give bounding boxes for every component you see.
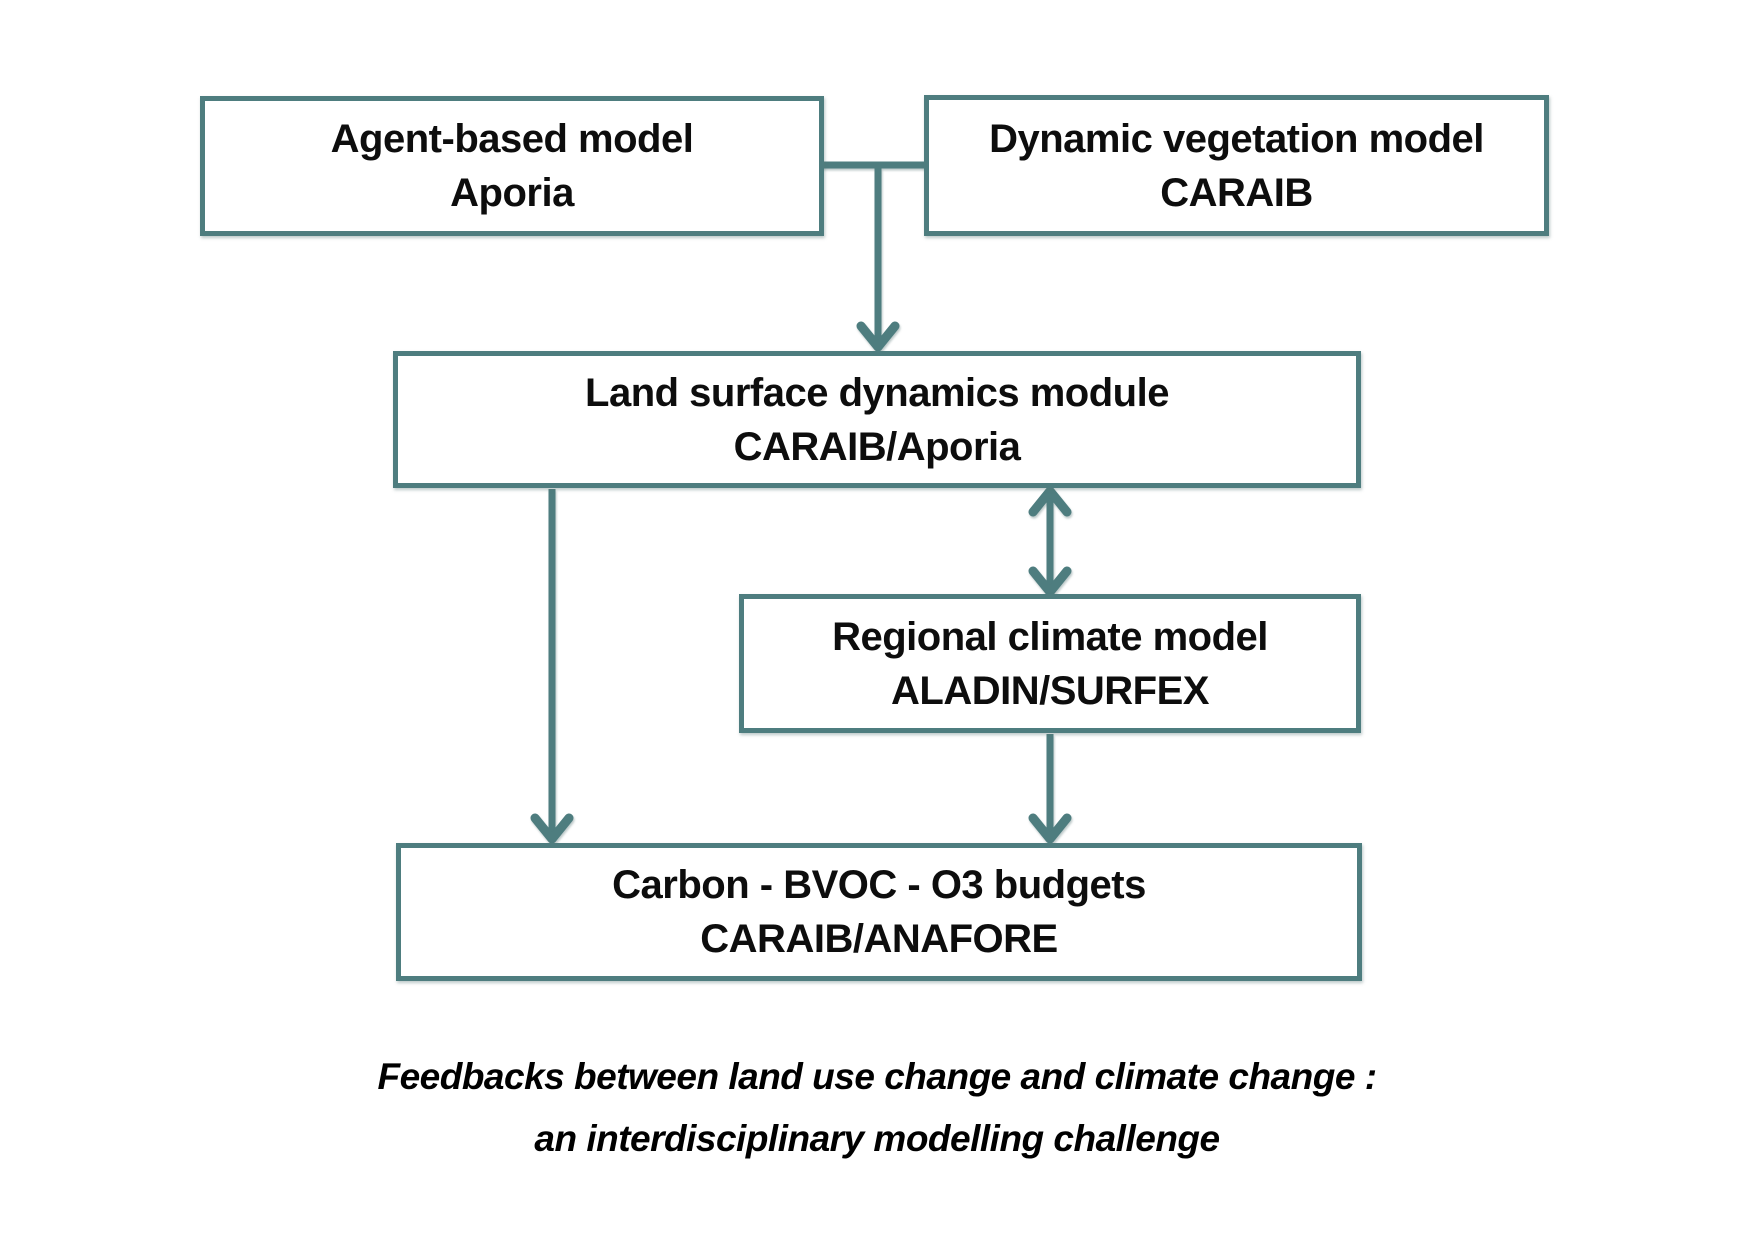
node-climate-subtitle: ALADIN/SURFEX [891,668,1209,713]
arrow-land-surface-to-budgets-head [530,813,574,844]
node-vegetation-subtitle: CARAIB [1160,170,1313,215]
arrow-join-to-land-surface-head [856,321,900,352]
node-vegetation-title: Dynamic vegetation model [989,116,1484,161]
node-land-surface-dynamics-module: Land surface dynamics module CARAIB/Apor… [393,351,1361,488]
node-agent-based-model: Agent-based model Aporia [200,96,824,236]
arrow-climate-to-budgets-head [1028,813,1072,844]
node-carbon-bvoc-o3-budgets: Carbon - BVOC - O3 budgets CARAIB/ANAFOR… [396,843,1362,981]
node-agent-subtitle: Aporia [450,171,574,215]
node-budgets-subtitle: CARAIB/ANAFORE [700,917,1058,961]
node-agent-title: Agent-based model [330,117,694,161]
arrow-land-surface-climate-head-down [1028,566,1072,597]
node-land-surface-title: Land surface dynamics module [585,370,1169,415]
node-land-surface-subtitle: CARAIB/Aporia [733,424,1021,469]
arrow-land-surface-climate-head-up [1028,486,1072,517]
diagram-caption: Feedbacks between land use change and cl… [0,1046,1754,1170]
caption-line-2: an interdisciplinary modelling challenge [534,1118,1220,1159]
node-regional-climate-model: Regional climate model ALADIN/SURFEX [739,594,1361,733]
node-climate-title: Regional climate model [832,614,1268,659]
node-dynamic-vegetation-model: Dynamic vegetation model CARAIB [924,95,1549,236]
caption-line-1: Feedbacks between land use change and cl… [377,1056,1377,1097]
node-budgets-title: Carbon - BVOC - O3 budgets [612,863,1146,907]
